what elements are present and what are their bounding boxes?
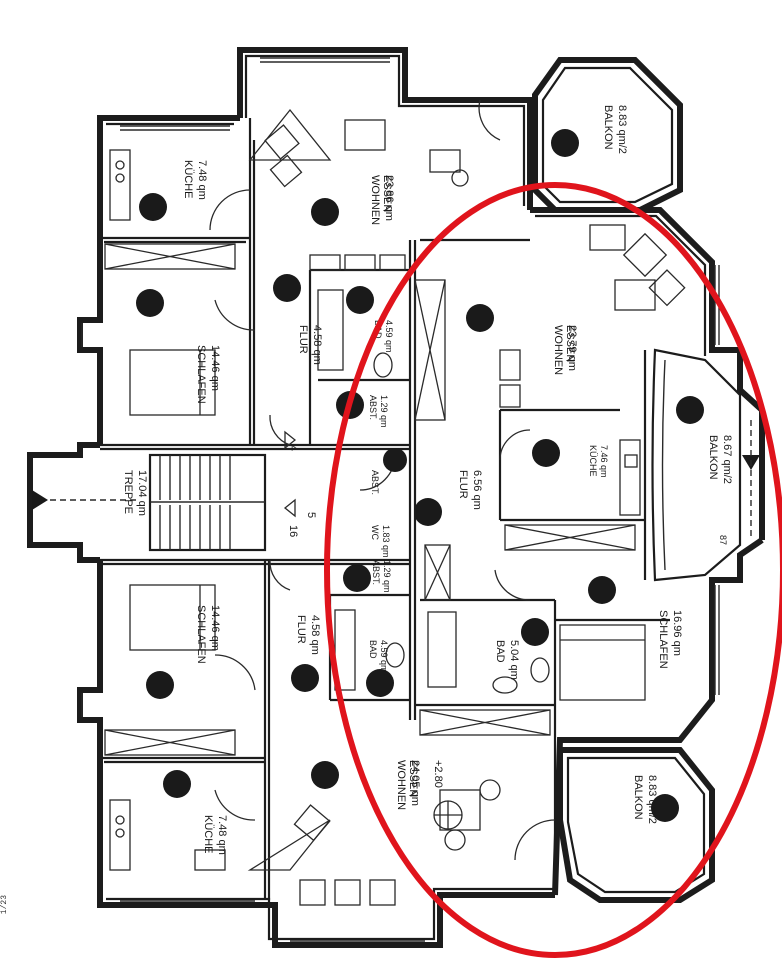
marker-dot	[163, 770, 191, 798]
marker-dot	[383, 448, 407, 472]
room-area-flur-mid: 6.56 qm	[471, 470, 483, 510]
room-name-wohnen-essen-top: WOHNENESSEN	[369, 175, 393, 225]
room-name-schlafen-bot: SCHLAFEN	[195, 605, 207, 664]
room-name-abst-bot: ABST.	[371, 560, 381, 585]
marker-dot	[343, 564, 371, 592]
room-name-wohnen-essen-mid: WOHNENESSEN	[552, 325, 576, 375]
room-name-schlafen-top: SCHLAFEN	[195, 345, 207, 404]
room-name-kueche-bot: KÜCHE	[202, 815, 214, 854]
room-area-wc: 1.83 qm	[381, 525, 391, 558]
marker-dot	[139, 193, 167, 221]
room-name-balkon-top: BALKON	[602, 105, 614, 150]
marker-dot	[273, 274, 301, 302]
room-name-flur-mid: FLUR	[457, 470, 469, 499]
marker-dot	[136, 289, 164, 317]
marker-dot	[588, 576, 616, 604]
stair-step-label: 5	[305, 512, 317, 518]
room-name-abst-mid: ABST.	[370, 470, 380, 495]
room-area-schlafen-top: 14.46 qm	[209, 345, 221, 391]
marker-dot	[311, 761, 339, 789]
annotations: 4 16 5 +2.80 87	[283, 430, 728, 830]
exterior-walls	[27, 47, 765, 948]
room-name-flur-bot: FLUR	[295, 615, 307, 644]
marker-dot	[651, 794, 679, 822]
room-name-abst-top: ABST.	[368, 395, 378, 420]
marker-dot	[414, 498, 442, 526]
room-area-bad-top: 4.59 qm	[384, 320, 394, 353]
room-name-bad-mid: BAD	[494, 640, 506, 663]
room-area-flur-top: 4.58 qm	[311, 325, 323, 365]
marker-dot	[466, 304, 494, 332]
shafts	[104, 243, 636, 756]
room-name-balkon-bot: BALKON	[632, 775, 644, 820]
edge-text: 1/23	[0, 895, 9, 915]
room-area-balkon-bot: 8.83 qm/2	[646, 775, 658, 824]
room-name-balkon-mid: BALKON	[707, 435, 719, 480]
room-area-bad-bot: 4.59 qm	[379, 640, 389, 673]
room-markers	[136, 129, 704, 822]
room-name-kueche-mid: KÜCHE	[588, 445, 598, 477]
room-area-treppe: 17.04 qm	[136, 470, 148, 516]
room-area-bad-mid: 5.04 qm	[508, 640, 520, 680]
room-area-wohnen-essen-mid: 23.79 qm	[566, 325, 578, 371]
room-area-wohnen-essen-top: 23.86 qm	[383, 175, 395, 221]
room-area-schlafen-bot: 14.46 qm	[209, 605, 221, 651]
fixtures	[109, 108, 686, 906]
room-name-bad-bot: BAD	[368, 640, 378, 659]
room-area-flur-bot: 4.58 qm	[309, 615, 321, 655]
interior-walls	[100, 118, 670, 900]
room-name-flur-top: FLUR	[297, 325, 309, 354]
stair-up-label: 4	[287, 445, 299, 451]
room-area-kueche-bot: 7.48 qm	[216, 815, 228, 855]
room-name-treppe: TREPPE	[122, 470, 134, 514]
marker-dot	[146, 671, 174, 699]
dimension-label: 87	[718, 535, 728, 545]
marker-dot	[366, 669, 394, 697]
room-area-abst-bot: 1.29 qm	[382, 560, 392, 593]
room-area-balkon-mid: 8.67 qm/2	[721, 435, 733, 484]
door-swings	[209, 99, 556, 861]
stair-down-label: 16	[287, 525, 299, 537]
marker-dot	[532, 439, 560, 467]
level-label: +2.80	[432, 760, 444, 788]
room-name-wohnen-essen-bot: WOHNENESSEN	[395, 760, 419, 810]
room-area-kueche-mid: 7.46 qm	[599, 445, 609, 478]
room-name-schlafen-mid: SCHLAFEN	[657, 610, 669, 669]
room-name-wc: WC	[370, 525, 380, 540]
marker-dot	[311, 198, 339, 226]
highlight-ellipse	[324, 182, 782, 958]
marker-dot	[676, 396, 704, 424]
marker-dot	[551, 129, 579, 157]
marker-dot	[521, 618, 549, 646]
room-area-schlafen-mid: 16.96 qm	[671, 610, 683, 656]
room-name-kueche-top: KÜCHE	[182, 160, 194, 199]
room-area-wohnen-essen-bot: 24.05 qm	[409, 760, 421, 806]
marker-dot	[346, 286, 374, 314]
room-area-abst-top: 1.29 qm	[379, 395, 389, 428]
room-area-balkon-top: 8.83 qm/2	[616, 105, 628, 154]
marker-dot	[291, 664, 319, 692]
staircase	[32, 420, 760, 552]
room-area-kueche-top: 7.48 qm	[196, 160, 208, 200]
